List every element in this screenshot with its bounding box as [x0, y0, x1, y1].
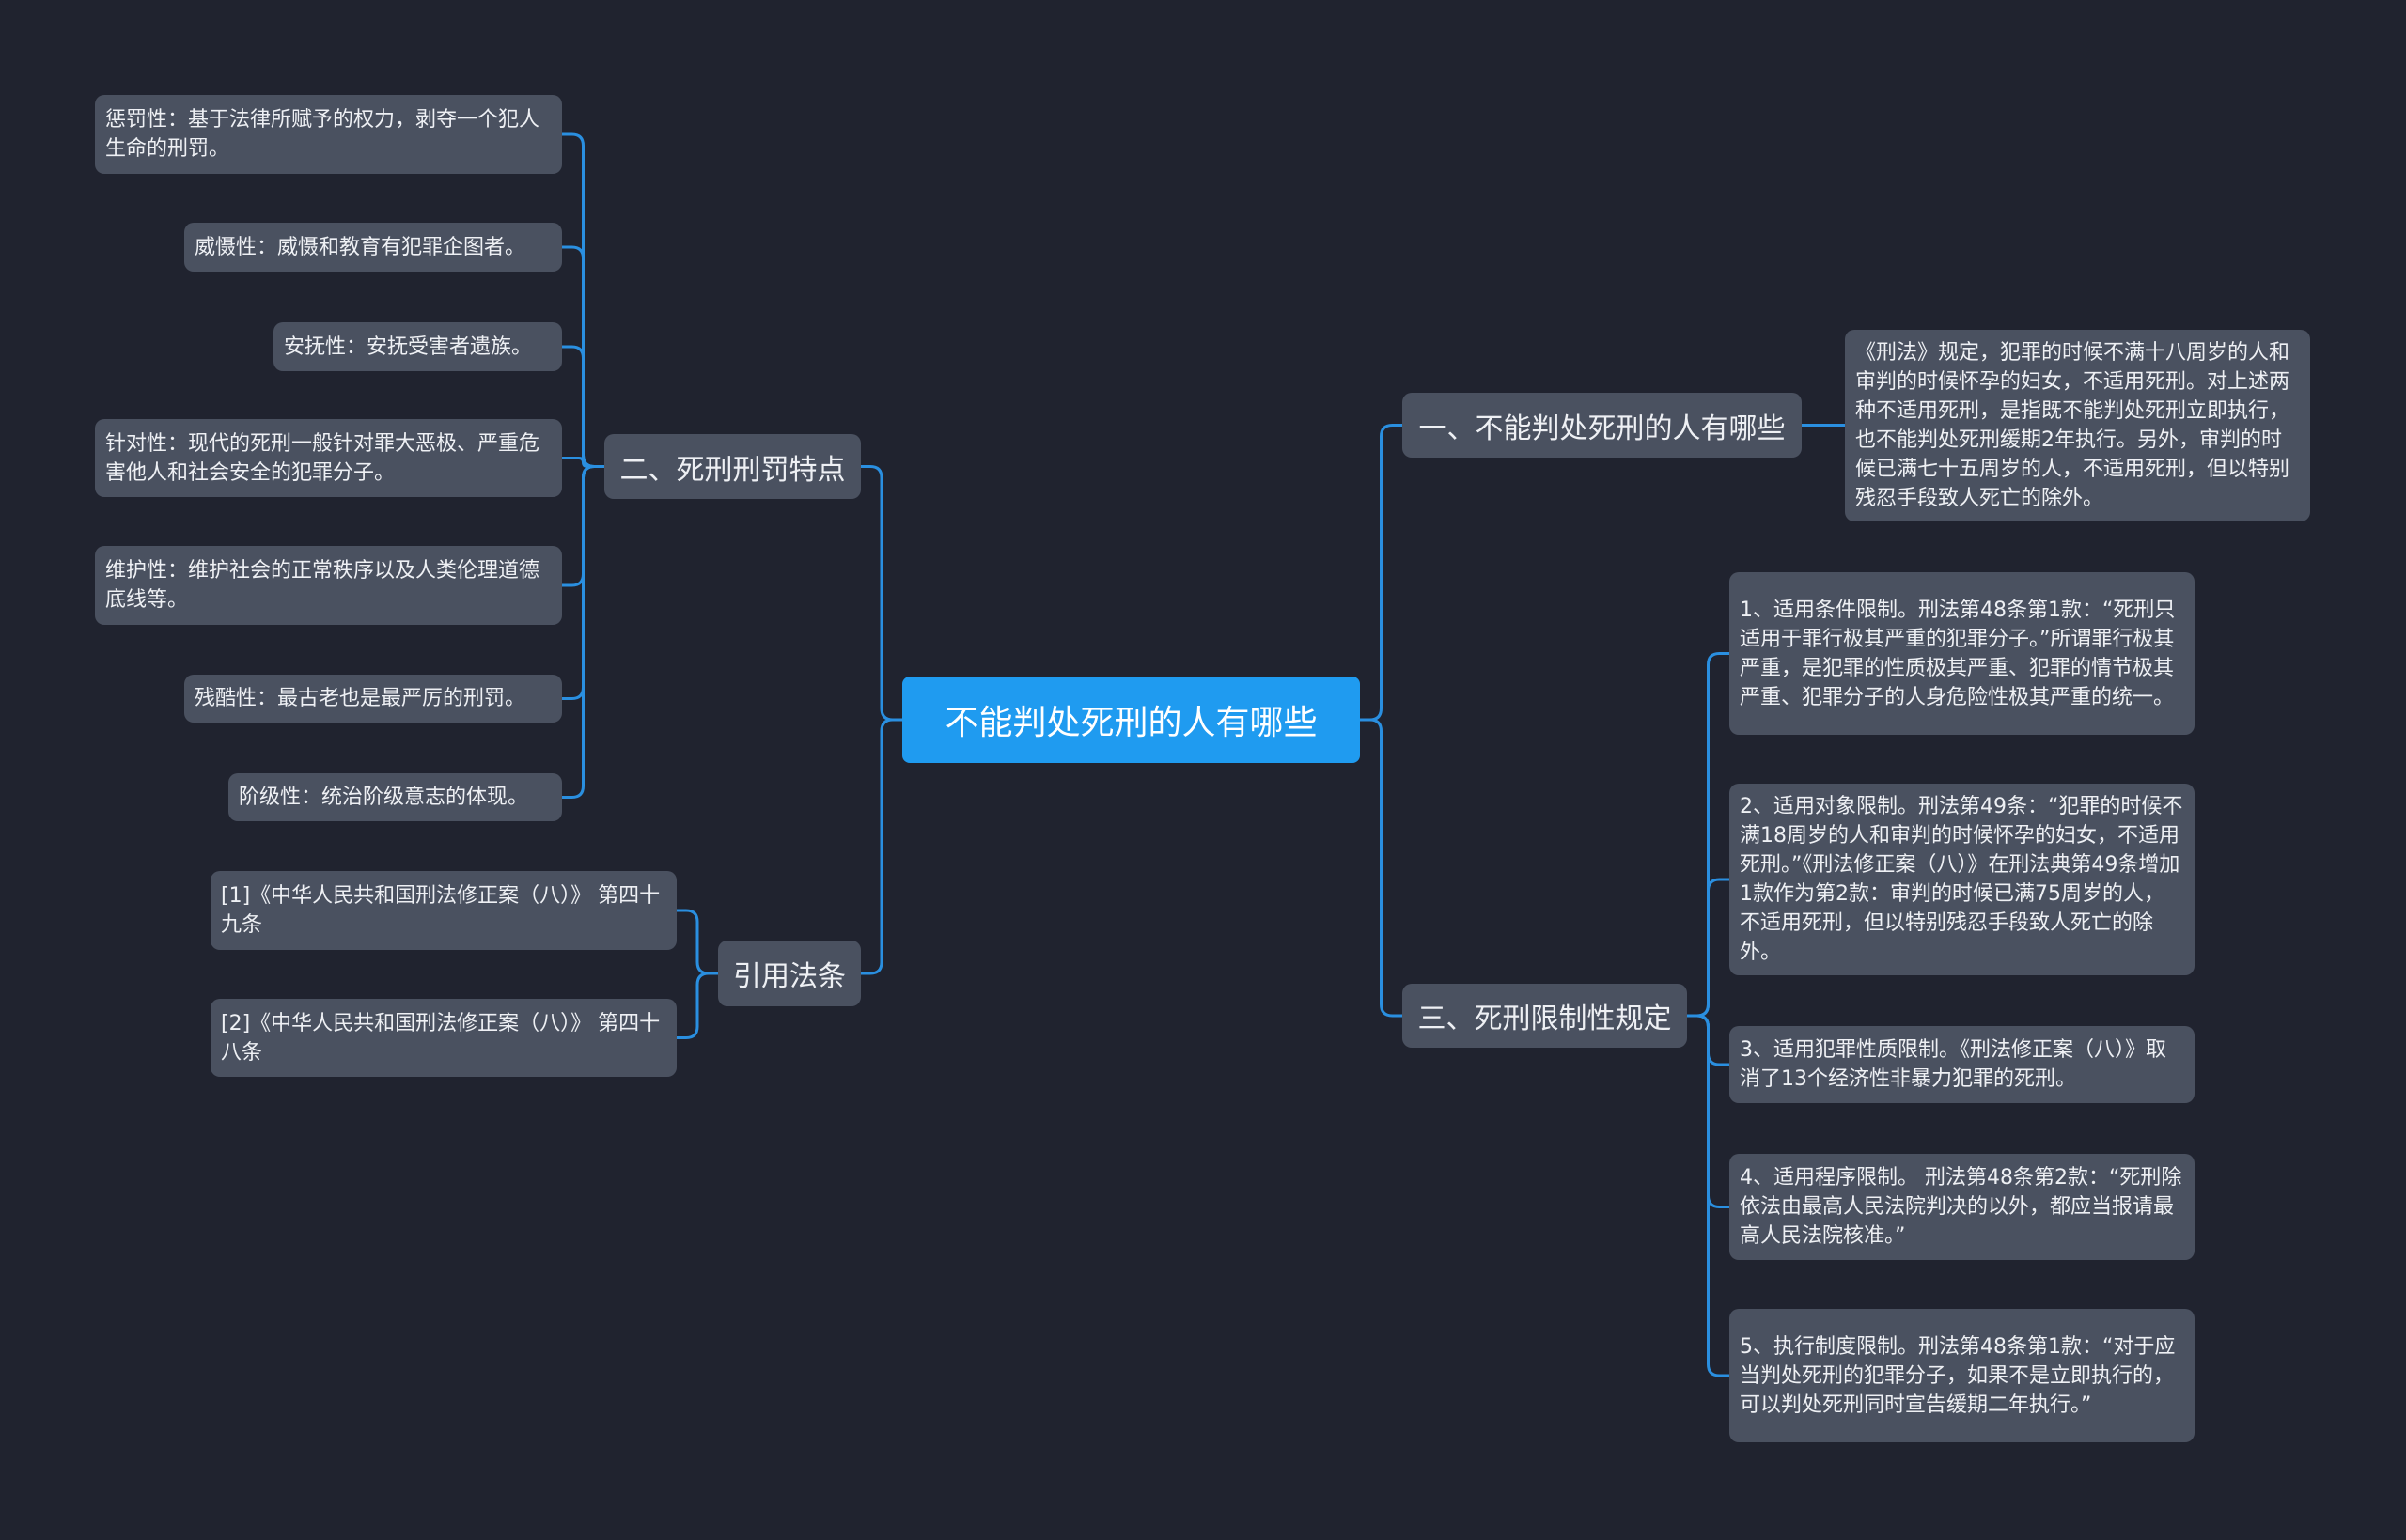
leaf-feature-class[interactable]: 阶级性：统治阶级意志的体现。: [228, 773, 562, 821]
connector-b3c1: [1687, 878, 1729, 1018]
leaf-citation-1[interactable]: [1]《中华人民共和国刑法修正案（八）》 第四十九条: [211, 871, 677, 950]
root-topic[interactable]: 不能判处死刑的人有哪些: [902, 677, 1360, 763]
branch-death-penalty-features[interactable]: 二、死刑刑罚特点: [604, 434, 861, 499]
branch-restrictive-rules[interactable]: 三、死刑限制性规定: [1402, 984, 1687, 1048]
connector-b4: [861, 718, 902, 975]
leaf-citation-2[interactable]: [2]《中华人民共和国刑法修正案（八）》 第四十八条: [211, 999, 677, 1077]
connector-b1: [1360, 424, 1402, 722]
connector-b4c1: [677, 972, 718, 1039]
leaf-restriction-3[interactable]: 3、适用犯罪性质限制。《刑法修正案（八）》取消了13个经济性非暴力犯罪的死刑。: [1729, 1026, 2195, 1103]
leaf-feature-cruel[interactable]: 残酷性：最古老也是最严厉的刑罚。: [184, 675, 562, 723]
leaf-restriction-2[interactable]: 2、适用对象限制。刑法第49条：“犯罪的时候不满18周岁的人和审判的时候怀孕的妇…: [1729, 784, 2195, 975]
connector-b3c4: [1687, 1014, 1729, 1377]
leaf-restriction-5[interactable]: 5、执行制度限制。刑法第48条第1款：“对于应当判处死刑的犯罪分子，如果不是立即…: [1729, 1309, 2195, 1442]
leaf-feature-targeted[interactable]: 针对性：现代的死刑一般针对罪大恶极、严重危害他人和社会安全的犯罪分子。: [95, 419, 562, 497]
connector-b3: [1360, 718, 1402, 1018]
connector-b2: [861, 465, 902, 722]
connector-b2c6: [562, 465, 604, 799]
leaf-restriction-4[interactable]: 4、适用程序限制。 刑法第48条第2款：“死刑除依法由最高人民法院判决的以外，都…: [1729, 1154, 2195, 1260]
leaf-feature-protective[interactable]: 维护性：维护社会的正常秩序以及人类伦理道德底线等。: [95, 546, 562, 625]
branch-cited-laws[interactable]: 引用法条: [718, 941, 861, 1006]
leaf-restriction-1[interactable]: 1、适用条件限制。刑法第48条第1款：“死刑只适用于罪行极其严重的犯罪分子。”所…: [1729, 572, 2195, 735]
connector-b2c3: [562, 457, 604, 468]
leaf-feature-comforting[interactable]: 安抚性：安抚受害者遗族。: [273, 322, 562, 371]
branch-who-cannot-be-sentenced[interactable]: 一、不能判处死刑的人有哪些: [1402, 393, 1802, 458]
leaf-criminal-law-provision[interactable]: 《刑法》规定，犯罪的时候不满十八周岁的人和审判的时候怀孕的妇女，不适用死刑。对上…: [1845, 330, 2310, 521]
leaf-feature-deterrent[interactable]: 威慑性：威慑和教育有犯罪企图者。: [184, 223, 562, 272]
leaf-feature-punitive[interactable]: 惩罚性：基于法律所赋予的权力，剥夺一个犯人生命的刑罚。: [95, 95, 562, 174]
connector-b2c2: [562, 345, 604, 468]
connector-b4c0: [677, 909, 718, 975]
